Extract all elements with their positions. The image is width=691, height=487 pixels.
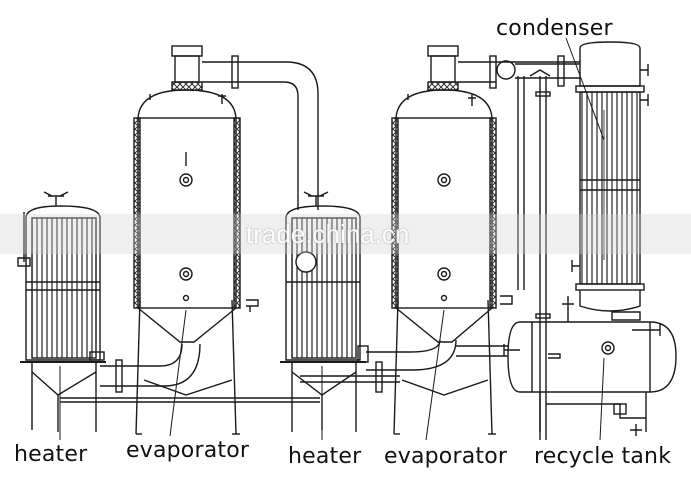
condenser-label: condenser <box>496 16 613 41</box>
evaporator-2-label: evaporator <box>384 444 508 469</box>
condenser-leader <box>565 37 605 141</box>
recycle-tank <box>503 296 677 436</box>
watermark-band <box>0 214 691 254</box>
watermark-text: trade.china.cn <box>246 219 410 249</box>
condenser <box>571 41 649 312</box>
vapor-pipe-1 <box>202 55 319 210</box>
evaporator-1-label: evaporator <box>126 438 250 463</box>
heater-1-label: heater <box>14 442 88 467</box>
evaporator-2 <box>391 45 513 435</box>
evaporator-2-leader <box>425 309 445 441</box>
heater-2-label: heater <box>288 444 362 469</box>
evaporator-1 <box>133 45 259 435</box>
heater-1 <box>17 191 106 432</box>
heater-2 <box>280 191 369 432</box>
vapor-pipe-2 <box>458 55 580 440</box>
recycle-tank-leader <box>599 357 605 441</box>
leader-lines <box>59 37 605 441</box>
process-piping <box>60 339 508 403</box>
recycle-tank-label: recycle tank <box>534 444 672 469</box>
evaporator-1-leader <box>169 309 187 437</box>
